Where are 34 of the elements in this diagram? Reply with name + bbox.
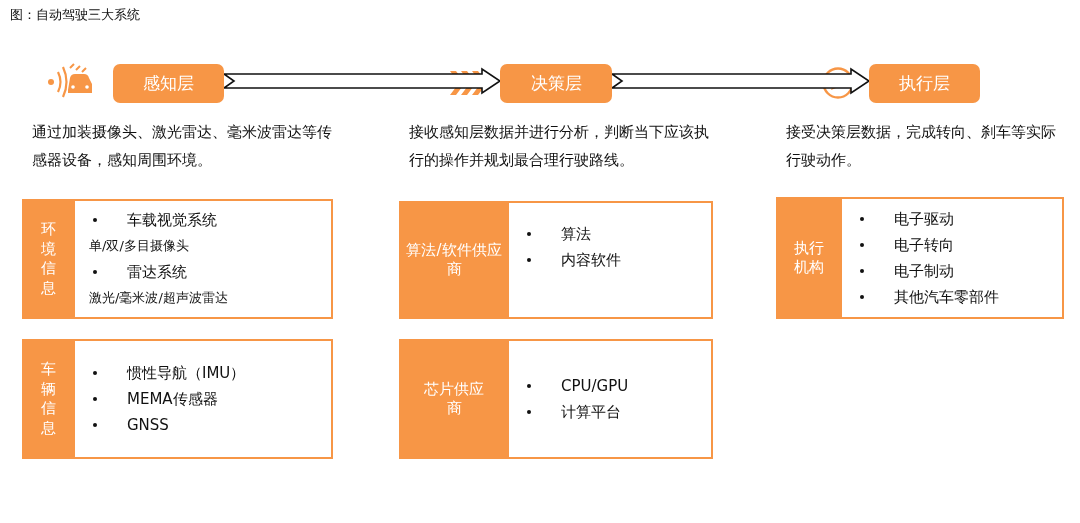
bullet-item: 电子制动 [856,258,999,284]
info-card [399,339,713,459]
card-header: 算法/软件供应商 [399,201,509,319]
layer-description: 通过加装摄像头、激光雷达、毫米波雷达等传感器设备，感知周围环境。 [32,122,332,171]
bullet-item: 内容软件 [523,247,621,273]
bullet-item: 雷达系统 [89,259,228,285]
info-card [22,339,333,459]
info-card [776,197,1064,319]
bullet-item: 车载视觉系统 [89,207,228,233]
bullet-item: 电子转向 [856,232,999,258]
block-arrow [609,67,871,95]
layer-label: 感知层 [113,64,224,103]
bullet-item: CPU/GPU [523,373,629,399]
info-card [399,201,713,319]
layer-label: 执行层 [869,64,980,103]
card-header: 芯片供应商 [399,339,509,459]
layer-description: 接受决策层数据，完成转向、刹车等实际行驶动作。 [786,122,1057,171]
info-card [22,199,333,319]
block-arrow [221,67,502,95]
bullet-item: 惯性导航（IMU） [89,360,246,386]
bullet-item: 计算平台 [523,399,629,425]
sub-item-text: 单/双/多目摄像头 [89,237,190,255]
card-header: 环境信息 [22,199,75,319]
figure-title: 图：自动驾驶三大系统 [10,6,140,24]
bullet-item: GNSS [89,412,246,438]
card-header: 执行机构 [776,197,842,319]
bullet-item: MEMA传感器 [89,386,246,412]
card-header: 车辆信息 [22,339,75,459]
bullet-item: 算法 [523,221,621,247]
layer-description: 接收感知层数据并进行分析，判断当下应该执行的操作并规划最合理行驶路线。 [409,122,710,171]
sub-item-text: 激光/毫米波/超声波雷达 [89,289,228,307]
layer-label: 决策层 [500,64,612,103]
bullet-item: 其他汽车零部件 [856,284,999,310]
bullet-item: 电子驱动 [856,206,999,232]
